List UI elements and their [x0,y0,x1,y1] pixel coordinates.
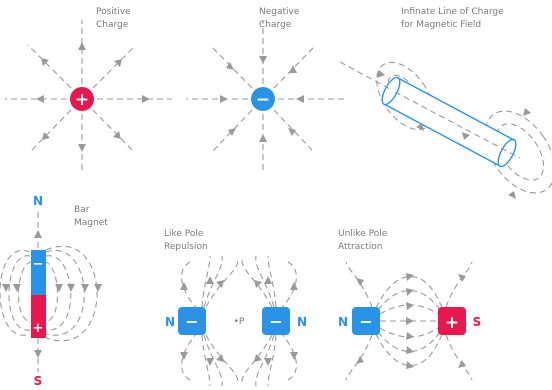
bar-north-half [31,250,46,295]
like-left-minus-icon: − [185,312,198,331]
bar-label-line1: Bar [74,205,90,215]
negative-arrows [220,56,304,142]
negative-charge-diagram: Negative Charge − [186,7,345,172]
negative-charge-circle [251,87,275,111]
bar-plus-icon: + [33,321,44,336]
point-p-label: •P [234,317,245,327]
unlike-label-line2: Attraction [338,242,382,252]
plus-sign-icon: + [75,90,89,110]
like-label-line2: Repulsion [164,242,208,252]
like-north-right-label: N [297,315,307,329]
like-arrows [180,276,298,366]
unlike-arrows [356,273,466,369]
line-charge-diagram: Infinate Line of Charge for Magnetic Fie… [339,7,552,199]
bar-south-label: S [34,374,43,388]
like-north-left-label: N [165,315,175,329]
like-right-magnet [262,307,290,335]
negative-label-line2: Charge [259,20,292,30]
unlike-pole-diagram: Unlike Pole Attraction [338,229,482,381]
unlike-south-magnet [438,307,466,335]
bar-south-half [31,295,46,338]
positive-label-line2: Charge [96,20,129,30]
bar-minus-icon: − [33,257,44,272]
unlike-north-label: N [338,315,348,329]
positive-charge-circle [70,87,94,111]
unlike-minus-icon: − [359,312,372,331]
like-pole-diagram: Like Pole Repulsion [164,229,307,387]
unlike-south-label: S [473,315,482,329]
line-arrows [377,70,531,199]
like-left-magnet [178,307,206,335]
unlike-north-magnet [352,307,380,335]
like-field-lines [181,255,297,387]
bar-label-line2: Magnet [74,218,108,228]
positive-charge-diagram: Positive Charge + [5,7,172,172]
bar-field-lines [0,212,98,372]
unlike-plus-icon: + [445,313,459,333]
minus-sign-icon: − [256,90,270,110]
line-label-line2: for Magnetic Field [401,20,481,30]
line-label-line1: Infinate Line of Charge [401,7,504,17]
unlike-label-line1: Unlike Pole [338,229,388,239]
like-label-line1: Like Pole [164,229,204,239]
charged-cylinder [339,61,521,168]
bar-arrows [2,230,102,358]
positive-label-line1: Positive [96,7,131,17]
negative-label-line1: Negative [259,7,300,17]
bar-magnet-diagram: N Bar Magnet S − + [0,194,108,388]
bar-north-label: N [33,194,43,208]
positive-arrows [36,42,150,152]
like-right-minus-icon: − [269,312,282,331]
